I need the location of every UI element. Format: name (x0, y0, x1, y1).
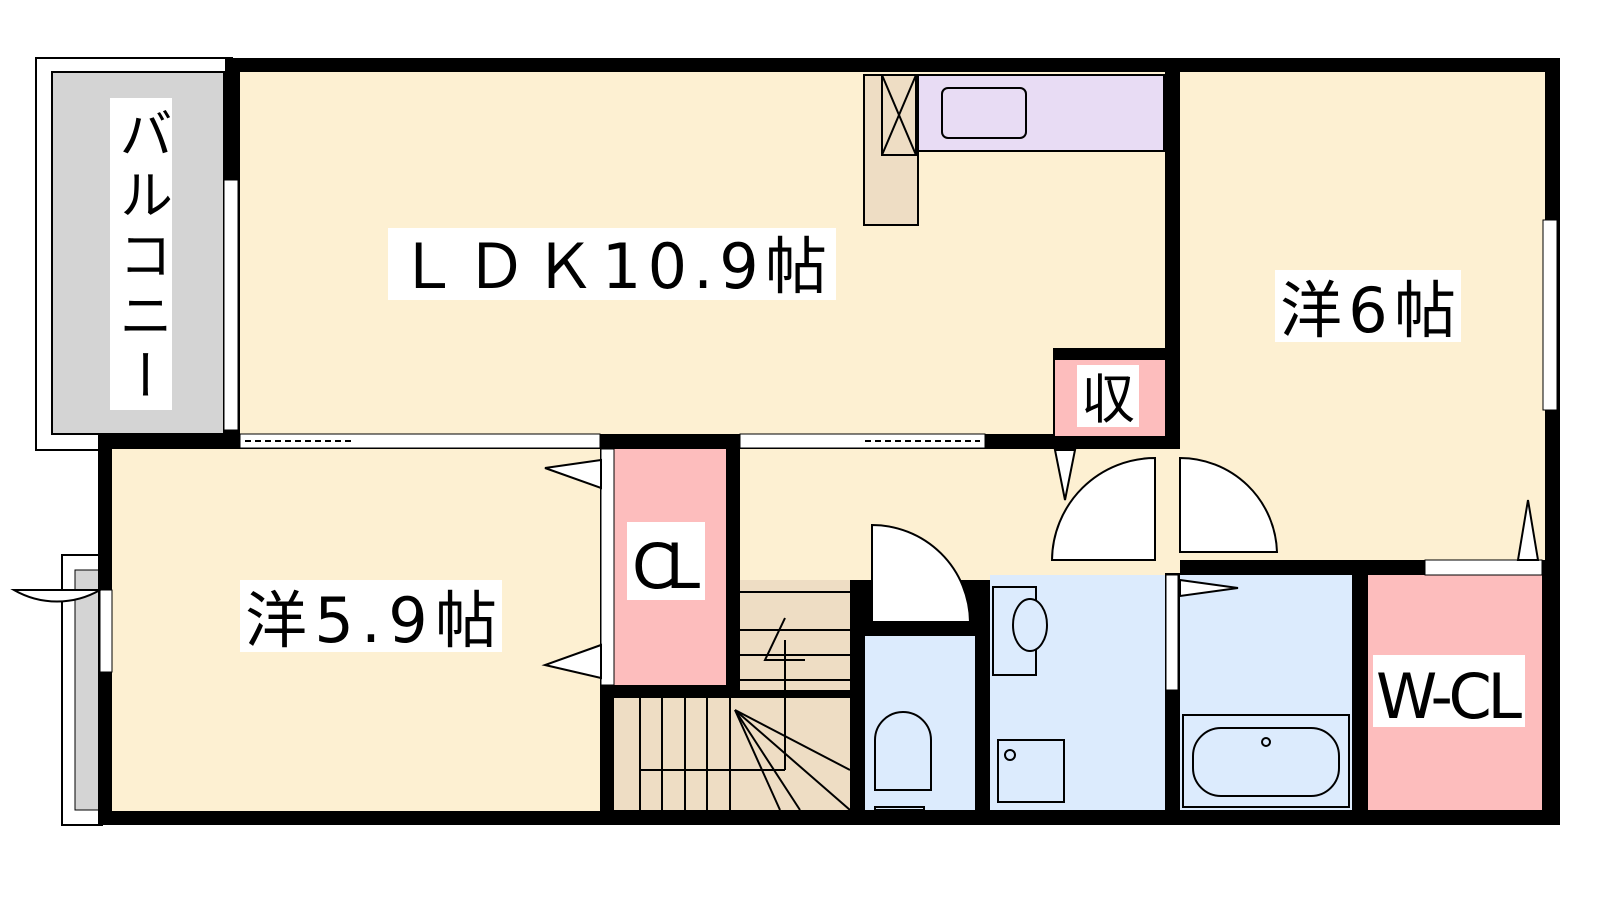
porch-floor (74, 569, 101, 811)
toilet-icon (874, 711, 932, 811)
bedroom-door[interactable] (1179, 456, 1279, 553)
stairs-lower (614, 698, 850, 810)
entrance-door[interactable] (10, 589, 104, 603)
entrance-opening (99, 589, 113, 673)
label-ldk: ＬＤＫ10.9帖 (397, 230, 827, 303)
stairs-lines (639, 591, 851, 811)
hallway-ext (1165, 449, 1180, 573)
bath-door-leaf (1179, 578, 1239, 598)
sliding-door-west[interactable] (239, 433, 601, 449)
washing-machine-icon (997, 739, 1065, 803)
label-bg (388, 228, 836, 300)
toilet-door[interactable] (871, 523, 972, 623)
label-closet: CL (632, 530, 700, 603)
closet-door-leaves (541, 458, 602, 680)
storage-door-leaf (1053, 449, 1077, 501)
label-balcony: バルコニー (110, 106, 173, 402)
sliding-door-hall[interactable] (739, 433, 986, 449)
label-storage: 収 (1081, 368, 1135, 431)
label-bg (110, 98, 172, 410)
label-bg (1077, 365, 1139, 427)
label-western-6: 洋6帖 (1280, 274, 1456, 347)
bathtub-icon (1182, 714, 1350, 808)
window-east[interactable] (1542, 219, 1558, 411)
label-western-5-9: 洋5.9帖 (245, 584, 497, 657)
label-bg (1373, 655, 1525, 727)
bath-door[interactable] (1165, 574, 1179, 691)
wcl-door-leaf (1516, 499, 1540, 561)
label-bg (1275, 270, 1461, 342)
stairs-upper (740, 580, 850, 690)
washbasin-icon (992, 586, 1048, 676)
label-bg (627, 522, 705, 600)
wcl-opening (1424, 559, 1543, 576)
closet-doors[interactable] (600, 448, 615, 686)
label-bg (240, 580, 502, 652)
window-balcony[interactable] (223, 179, 239, 431)
label-walk-in-closet: W-CL (1376, 660, 1522, 733)
cupboard-cross-icon (881, 74, 917, 156)
washroom-door[interactable] (1050, 456, 1156, 561)
sink-icon (941, 87, 1027, 139)
